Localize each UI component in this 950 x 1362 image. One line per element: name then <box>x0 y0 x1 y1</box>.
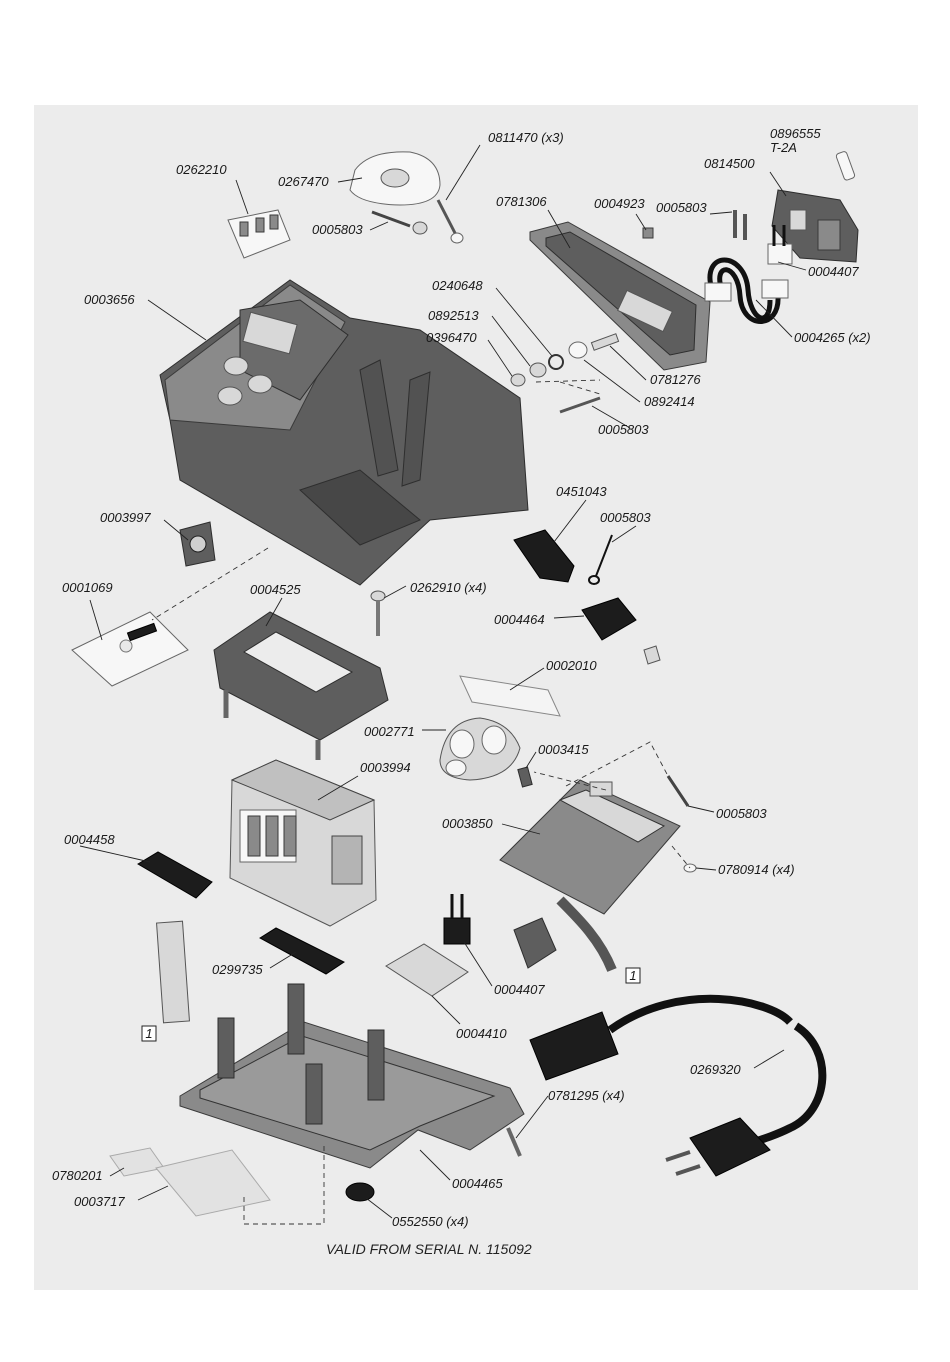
part-0005803-screw-c <box>559 396 601 414</box>
label-0811470: 0811470 (x3) <box>488 130 564 145</box>
part-0004465-base <box>179 983 525 1169</box>
connector-mark-left: 1 <box>141 1025 157 1042</box>
part-0262910-screws <box>370 590 386 636</box>
label-0002771: 0002771 <box>364 724 415 739</box>
part-labels: 0262210 0267470 0005803 0811470 (x3) 078… <box>52 126 871 1229</box>
part-0005803-lead-d <box>588 534 613 585</box>
label-fuse-rating: T-2A <box>770 140 797 155</box>
label-0781306: 0781306 <box>496 194 547 209</box>
part-0267470-cap <box>349 151 441 206</box>
part-0003994-transformer <box>229 759 377 927</box>
label-0780201: 0780201 <box>52 1168 103 1183</box>
part-0005803-lead-e <box>666 775 690 807</box>
label-0267470: 0267470 <box>278 174 329 189</box>
label-0004407: 0004407 <box>808 264 859 279</box>
part-0004407-connector-a <box>767 225 793 265</box>
part-0003997-socket <box>179 521 216 567</box>
label-0003850: 0003850 <box>442 816 493 831</box>
part-0001069-card <box>71 611 189 687</box>
label-0005803: 0005803 <box>716 806 767 821</box>
part-0896555-fuse <box>835 151 856 181</box>
assembly-dashed-lines <box>151 379 691 1225</box>
part-0004265-wires <box>704 257 789 324</box>
label-0001069: 0001069 <box>62 580 113 595</box>
label-0780914: 0780914 (x4) <box>718 862 795 877</box>
label-0003997: 0003997 <box>100 510 151 525</box>
label-0269320: 0269320 <box>690 1062 741 1077</box>
label-0004465: 0004465 <box>452 1176 503 1191</box>
part-0451043-cradle <box>513 529 575 583</box>
label-0003994: 0003994 <box>360 760 411 775</box>
label-0781295: 0781295 (x4) <box>548 1088 625 1103</box>
label-0004464: 0004464 <box>494 612 545 627</box>
label-0781276: 0781276 <box>650 372 701 387</box>
label-0814500: 0814500 <box>704 156 755 171</box>
label-0892513: 0892513 <box>428 308 479 323</box>
part-washers-0396470-0892513-0240648 <box>510 333 620 387</box>
part-0004464-terminal-block <box>581 597 661 665</box>
label-0892414: 0892414 <box>644 394 695 409</box>
label-0004923: 0004923 <box>594 196 645 211</box>
part-0002771-keypad <box>439 717 521 781</box>
part-0781295-screw <box>506 1127 522 1157</box>
leader-lines <box>79 144 807 1219</box>
label-0004410: 0004410 <box>456 1026 507 1041</box>
label-0004458: 0004458 <box>64 832 115 847</box>
part-0003656-main-housing <box>159 279 529 586</box>
part-0781306-tray <box>529 221 711 371</box>
label-0240648: 0240648 <box>432 278 483 293</box>
footer-validity-note: VALID FROM SERIAL N. 115092 <box>326 1241 532 1257</box>
part-power-entry-module <box>771 189 859 263</box>
label-0003415: 0003415 <box>538 742 589 757</box>
label-0002010: 0002010 <box>546 658 597 673</box>
label-0003717: 0003717 <box>74 1194 125 1209</box>
label-0005803: 0005803 <box>656 200 707 215</box>
part-0552550-foot <box>345 1182 375 1202</box>
part-0299735-strip <box>259 927 345 975</box>
label-0451043: 0451043 <box>556 484 607 499</box>
part-0003850-display-board <box>499 779 681 972</box>
connector-mark-right: 1 <box>625 967 641 984</box>
part-0004923-pad <box>642 227 654 239</box>
part-0004525-frame <box>213 611 389 760</box>
label-0004525: 0004525 <box>250 582 301 597</box>
label-0004407: 0004407 <box>494 982 545 997</box>
part-0004458-strip <box>137 851 213 1024</box>
part-0811470-screws <box>436 199 464 244</box>
label-0004265: 0004265 (x2) <box>794 330 871 345</box>
label-0005803: 0005803 <box>312 222 363 237</box>
part-0002010-window <box>459 675 561 717</box>
label-0262210: 0262210 <box>176 162 227 177</box>
part-0269320-power-cord <box>529 994 827 1177</box>
part-0262210-bracket <box>227 209 291 259</box>
connector-mark-label: 1 <box>629 968 636 983</box>
label-0005803: 0005803 <box>600 510 651 525</box>
label-0005803: 0005803 <box>598 422 649 437</box>
part-0005803-screw-a <box>371 210 428 235</box>
label-0552550: 0552550 (x4) <box>392 1214 469 1229</box>
part-0004410-board <box>385 943 469 997</box>
label-0396470: 0396470 <box>426 330 477 345</box>
part-0004407-connector-b <box>443 894 471 945</box>
label-0896555: 0896555 <box>770 126 821 141</box>
label-0299735: 0299735 <box>212 962 263 977</box>
label-0003656: 0003656 <box>84 292 135 307</box>
part-0003415-clip <box>517 766 533 788</box>
part-0003717-pad <box>155 1149 271 1217</box>
part-0814500-switch-terminals <box>733 210 747 240</box>
connector-mark-label: 1 <box>145 1026 152 1041</box>
label-0262910: 0262910 (x4) <box>410 580 487 595</box>
